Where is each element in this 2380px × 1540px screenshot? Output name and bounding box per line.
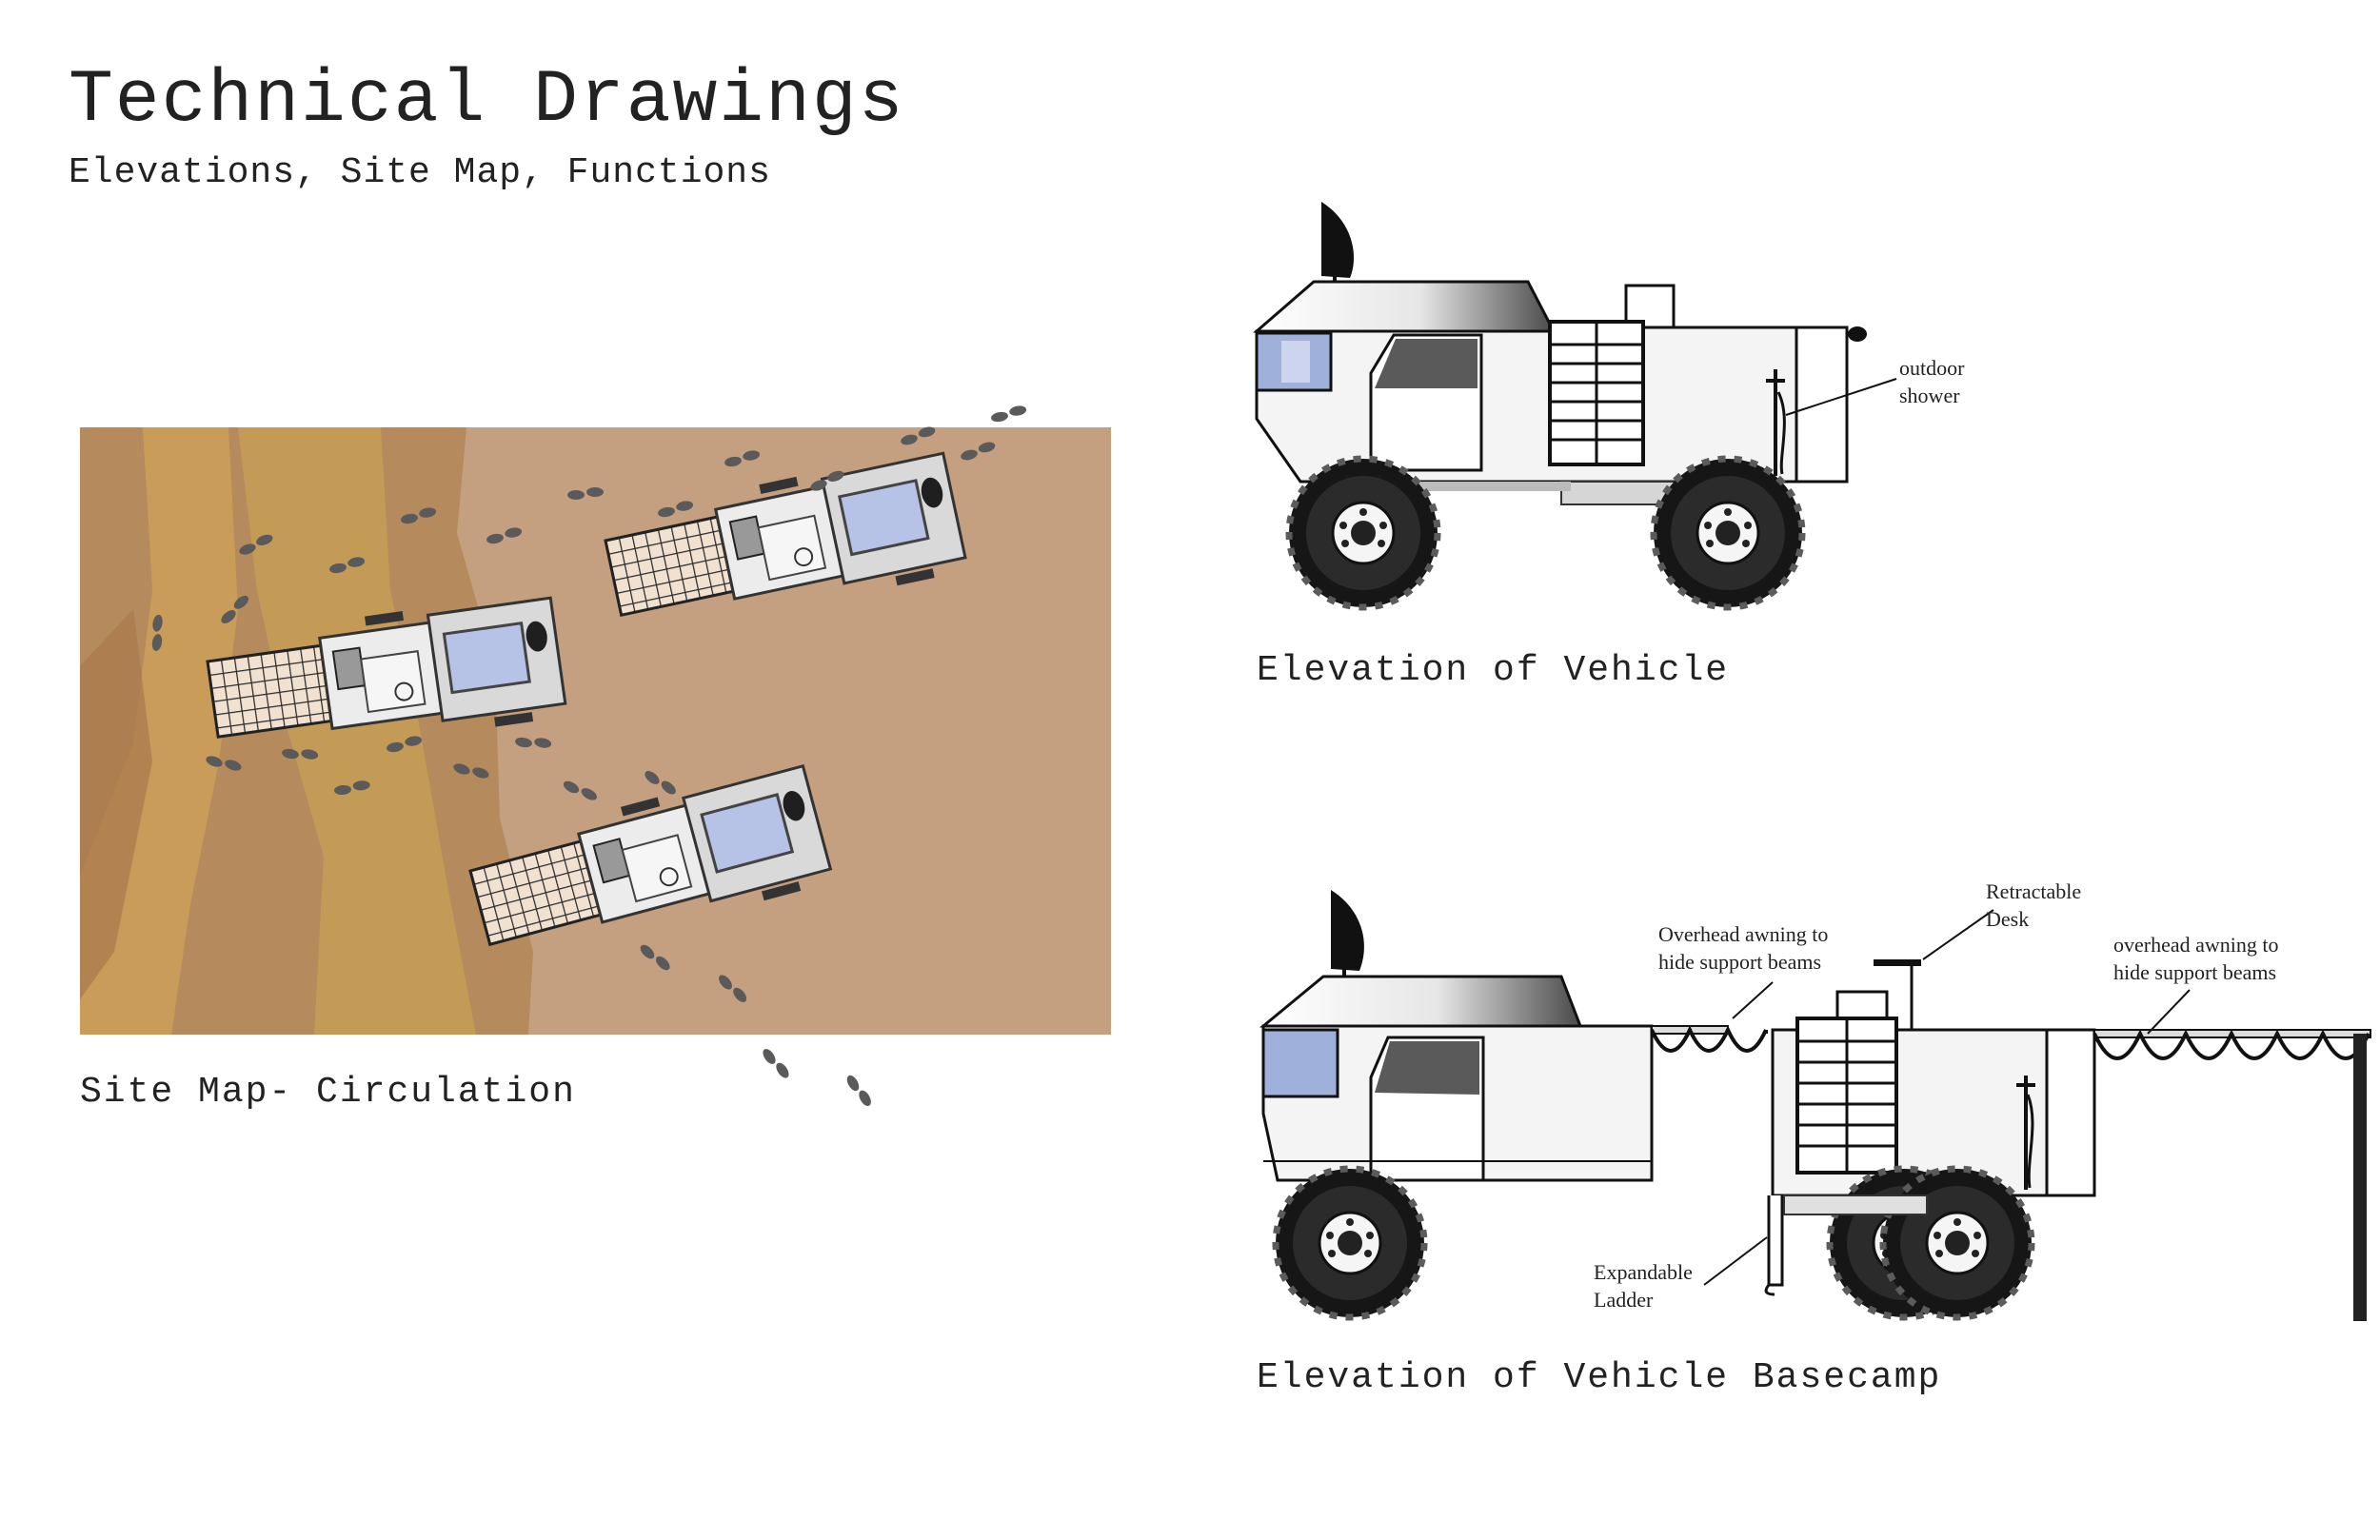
overhead-awning-right xyxy=(2092,1029,2370,1060)
expandable-ladder-icon xyxy=(1764,1195,1784,1296)
basecamp-front-window xyxy=(1261,1028,1339,1098)
vehicle-elevation xyxy=(1252,202,1897,607)
retractable-desk-label: Retractable Desk xyxy=(1986,879,2082,931)
side-ladder xyxy=(1548,320,1645,466)
basecamp-rear-wheel xyxy=(1883,1169,2032,1317)
site-map xyxy=(80,405,1111,1110)
front-wheel xyxy=(1289,459,1438,607)
basecamp-front-wheel xyxy=(1276,1169,1424,1317)
overhead-awning-left xyxy=(1650,1025,1768,1053)
rear-wheel xyxy=(1654,459,1802,607)
retractable-desk-icon xyxy=(1874,959,1921,1030)
overhead-awning-left-label: Overhead awning to hide support beams xyxy=(1658,922,1829,974)
overhead-awning-right-label: overhead awning to hide support beams xyxy=(2113,933,2279,984)
basecamp-shower-icon xyxy=(2016,1076,2035,1190)
awning-support-pole xyxy=(2353,1034,2367,1321)
basecamp-elevation-caption: Elevation of Vehicle Basecamp xyxy=(1257,1357,1942,1398)
expandable-ladder-label: Expandable Ladder xyxy=(1594,1260,1693,1312)
satellite-dish-icon-basecamp xyxy=(1331,890,1364,977)
page-title: Technical Drawings xyxy=(69,59,905,143)
vehicle-roof xyxy=(1252,280,1557,333)
dune-ridge xyxy=(238,427,476,1035)
basecamp-side-ladder xyxy=(1795,1017,1898,1175)
shower-head-icon xyxy=(1848,326,1867,342)
shower-fixture-icon xyxy=(1766,369,1786,476)
satellite-dish-icon xyxy=(1321,202,1355,284)
shower-leader-line xyxy=(1785,378,1897,416)
outdoor-shower-label: outdoor shower xyxy=(1899,356,1965,407)
basecamp-roof xyxy=(1259,975,1583,1028)
vehicle-elevation-caption: Elevation of Vehicle xyxy=(1257,650,1730,691)
page-subtitle: Elevations, Site Map, Functions xyxy=(69,152,771,193)
basecamp-elevation xyxy=(1259,890,2371,1321)
site-map-caption: Site Map- Circulation xyxy=(80,1072,576,1113)
